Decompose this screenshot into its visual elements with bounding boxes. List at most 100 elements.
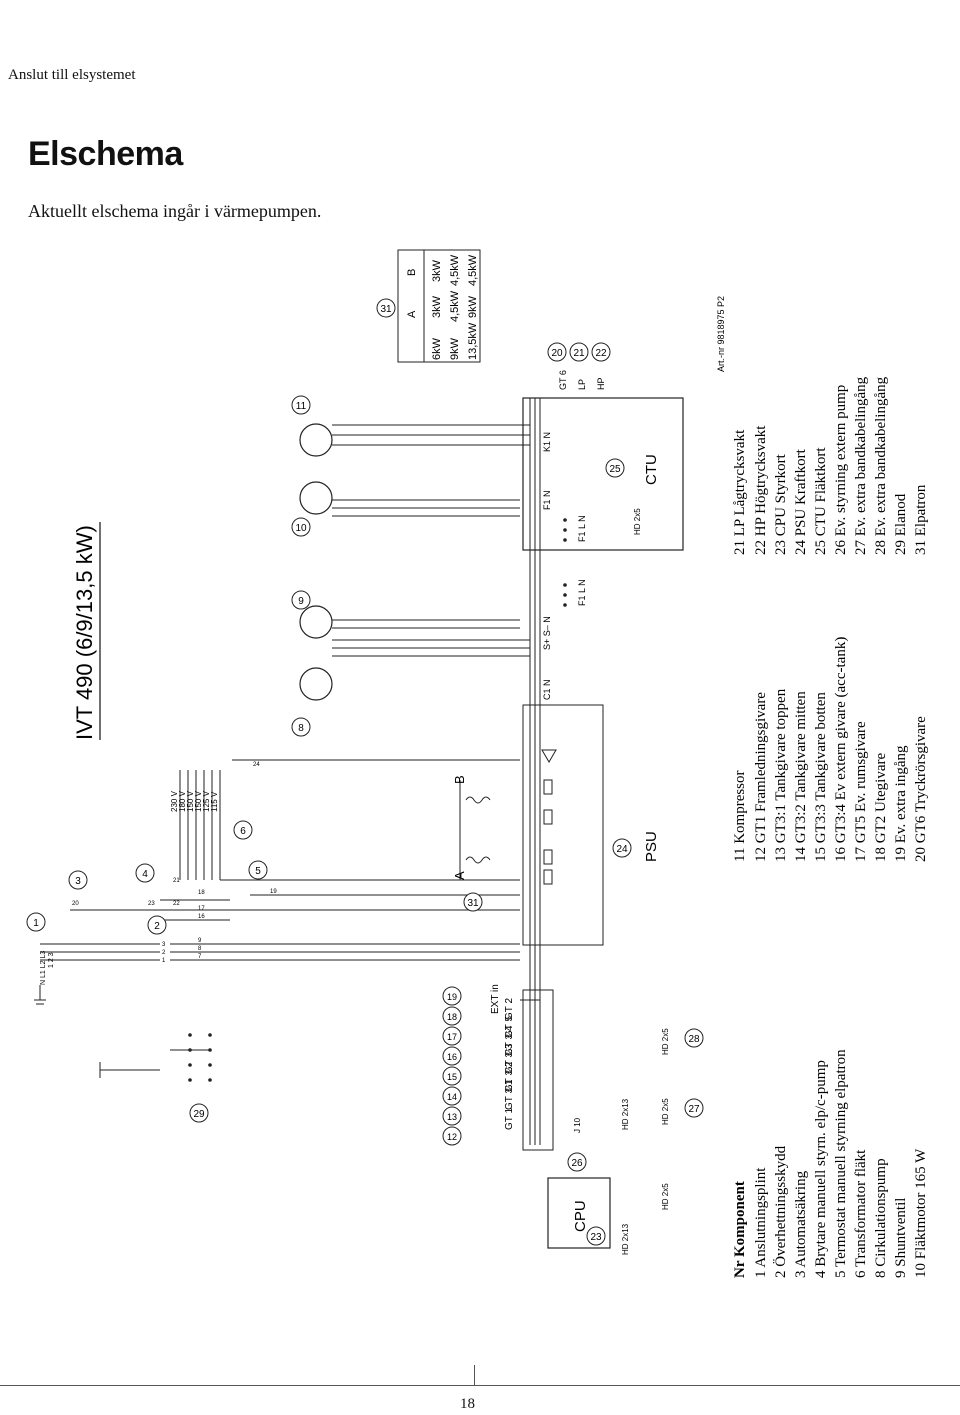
legend-item: 21 LP Lågtrycksvakt — [732, 429, 748, 555]
sn-label: S+ S– N — [542, 616, 552, 650]
circulation-pump-motor — [299, 667, 333, 701]
callout: 21 — [573, 348, 585, 359]
legend-item: 4 Brytare manuell styrn. elp/c-pump — [813, 1060, 829, 1278]
heater-power-table: 31 A B 6kW 3kW 3kW 9kW 4,5kW 4,5kW 13,5k… — [376, 249, 481, 363]
legend-item: 27 Ev. extra bandkabelingång — [853, 376, 869, 555]
callout: 16 — [447, 1052, 457, 1062]
wire-number: 24 — [253, 762, 260, 768]
callout: 1 — [33, 918, 39, 929]
heater-coils — [459, 780, 491, 880]
hd-label: HD 2x13 — [621, 1223, 630, 1255]
table-cell: 4,5kW — [449, 290, 461, 322]
sensor-label: EXT in — [490, 984, 501, 1014]
callout: 12 — [447, 1132, 457, 1142]
sensor-label: GT 2 — [504, 998, 515, 1020]
legend-item: 8 Cirkulationspump — [873, 1158, 889, 1278]
psu-relays — [541, 749, 557, 885]
table-cell: 6kW — [431, 337, 443, 360]
page-divider — [474, 1365, 475, 1385]
callout: 20 — [551, 348, 563, 359]
transformer-taps: 230 V 180 V 150 V 150 V 125 V 115 V — [170, 790, 219, 812]
ctu-label: CTU — [643, 454, 660, 485]
legend-item: 17 GT5 Ev. rumsgivare — [853, 721, 869, 862]
wire-number: 20 — [72, 901, 79, 907]
sensor-label: GT 3:4 — [504, 1025, 515, 1056]
legend-item: 23 CPU Styrkort — [773, 453, 789, 555]
table-cell: 4,5kW — [467, 254, 479, 286]
table-cell: 9kW — [449, 337, 461, 360]
callout: 14 — [447, 1092, 457, 1102]
f1n-label: F1 N — [542, 490, 552, 510]
terminal-label: 1 2 3 — [48, 952, 55, 968]
sensor-label: GT 1 — [504, 1108, 515, 1130]
callout: 3 — [75, 876, 81, 887]
callout: 26 — [571, 1158, 583, 1169]
callout: 11 — [296, 401, 307, 412]
tap-label: 125 V — [202, 790, 211, 812]
wire-number: 7 — [198, 954, 202, 960]
motor-circles — [299, 423, 333, 701]
wire-number: 23 — [148, 901, 155, 907]
sensor-label: GT 5 — [504, 1016, 515, 1038]
legend-item: 16 GT3:4 Ev extern givare (acc-tank) — [833, 637, 849, 862]
cpu-box — [547, 1177, 611, 1249]
wire-number: 8 — [198, 946, 202, 952]
legend-item: 10 Fläktmotor 165 W — [913, 1148, 929, 1278]
sensor-label: GT 3:2 — [504, 1061, 515, 1092]
callout: 2 — [154, 921, 160, 932]
wire-number: 21 — [173, 878, 180, 884]
legend-item: 11 Kompressor — [732, 770, 748, 862]
terminal-label: N L1 L2 L3 — [40, 951, 47, 985]
gt6-label: GT 6 — [558, 370, 568, 390]
wire-number: 16 — [198, 914, 205, 920]
callout: 6 — [240, 826, 246, 837]
section-header: Anslut till elsystemet — [8, 67, 136, 83]
legend-item: 3 Automatsäkring — [793, 1170, 809, 1278]
footer-line — [0, 1385, 960, 1386]
legend-item: 18 GT2 Utegivare — [873, 753, 889, 862]
callout: 10 — [295, 523, 307, 534]
wire-number: 22 — [173, 901, 180, 907]
callout: 22 — [595, 348, 607, 359]
wire-number: 18 — [198, 890, 205, 896]
wire-number: 9 — [198, 938, 202, 944]
legend-item: 12 GT1 Framledningsgivare — [753, 692, 769, 862]
legend-item: 1 Anslutningsplint — [753, 1167, 769, 1278]
legend-item: 13 GT3:1 Tankgivare toppen — [773, 688, 789, 862]
model-title: IVT 490 (6/9/13,5 kW) — [72, 525, 97, 740]
hd-label: HD 2x5 — [661, 1028, 670, 1055]
callout: 27 — [688, 1104, 700, 1115]
component-callouts: 1 2 3 4 5 6 8 9 10 11 20 21 22 23 24 25 … — [26, 342, 704, 1246]
page-subtitle: Aktuellt elschema ingår i värmepumpen. — [28, 201, 322, 221]
component-legend: Nr Komponent 1 Anslutningsplint 2 Överhe… — [732, 376, 929, 1278]
page-number: 18 — [460, 1396, 475, 1412]
table-cell: 9kW — [467, 295, 479, 318]
table-cell: 3kW — [431, 259, 443, 282]
lp-label: LP — [577, 379, 587, 390]
fln-label: F1 L N — [577, 579, 587, 606]
fln-label: F1 L N — [577, 515, 587, 542]
box-labels: CPU PSU CTU HD 2x13 HD 2x13 HD 2x5 HD 2x… — [40, 370, 670, 1255]
callout: 28 — [688, 1034, 700, 1045]
tap-label: 150 V — [194, 790, 203, 812]
legend-item: 6 Transformator fläkt — [853, 1149, 869, 1278]
c1n-label: C1 N — [542, 679, 552, 700]
table-header: B — [406, 269, 418, 276]
callout: 9 — [298, 596, 304, 607]
legend-item: 25 CTU Fläktkort — [813, 447, 829, 555]
legend-item: 5 Termostat manuell styrning elpatron — [833, 1049, 849, 1278]
cpu-label: CPU — [572, 1200, 589, 1232]
tap-label: 230 V — [170, 790, 179, 812]
cpu-connector-box — [522, 989, 554, 1151]
hp-label: HP — [596, 377, 606, 390]
k1n-label: K1 N — [542, 432, 552, 452]
legend-item: 22 HP Högtrycksvakt — [753, 425, 769, 555]
callout: 29 — [193, 1109, 205, 1120]
legend-item: 14 GT3:2 Tankgivare mitten — [793, 691, 809, 862]
page-title: Elschema — [28, 135, 183, 173]
heater-a-label: A — [452, 871, 467, 880]
legend-item: 28 Ev. extra bandkabelingång — [873, 376, 889, 555]
tap-label: 180 V — [178, 790, 187, 812]
legend-item: 20 GT6 Tryckrörsgivare — [913, 716, 929, 862]
hd-label: HD 2x13 — [621, 1098, 630, 1130]
